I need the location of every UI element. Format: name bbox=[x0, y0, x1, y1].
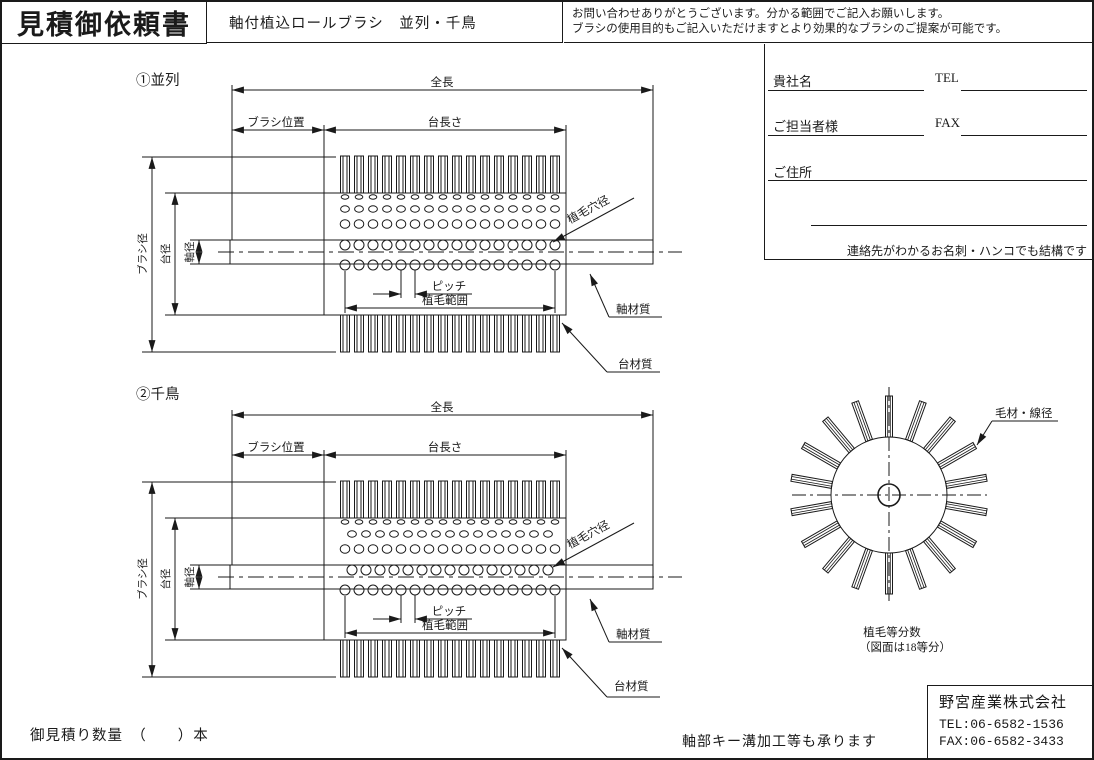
company-name-label: 貴社名 bbox=[773, 74, 813, 89]
d1-base-material-label: 台材質 bbox=[618, 357, 653, 371]
address-field-line1 bbox=[768, 180, 1087, 181]
vendor-contact-box: 野宮産業株式会社 TEL:06-6582-1536 FAX:06-6582-34… bbox=[927, 685, 1092, 758]
d2-pitch-label: ピッチ bbox=[432, 605, 467, 618]
tel-label: TEL bbox=[935, 70, 959, 85]
d1-shaft-diameter-label: 軸径 bbox=[183, 241, 196, 262]
d2-overall-length-label: 全長 bbox=[431, 400, 454, 414]
d1-shaft-material-label: 軸材質 bbox=[616, 302, 651, 316]
d1-base-diameter-label: 台径 bbox=[159, 243, 172, 264]
vendor-tel: TEL:06-6582-1536 bbox=[939, 717, 1064, 732]
header-note: お問い合わせありがとうございます。分かる範囲でご記入お願いします。 ブラシの使用… bbox=[564, 2, 1092, 43]
address-field-line2 bbox=[811, 225, 1087, 226]
document-title: 見積御依頼書 bbox=[2, 2, 207, 44]
header-note-line1: お問い合わせありがとうございます。分かる範囲でご記入お願いします。 bbox=[572, 8, 950, 20]
d1-overall-length-label: 全長 bbox=[431, 75, 454, 89]
d2-base-diameter-label: 台径 bbox=[159, 568, 172, 589]
line-art-geometry bbox=[142, 85, 1058, 698]
d1-brush-diameter-label: ブラシ径 bbox=[136, 233, 149, 275]
drawing2-title: ②千鳥 bbox=[136, 386, 180, 403]
customer-info-box: 貴社名 TEL ご担当者様 FAX ご住所 連絡先がわかるお名刺・ハンコでも結構… bbox=[764, 44, 1092, 260]
vendor-name: 野宮産業株式会社 bbox=[939, 695, 1068, 711]
d2-base-length-label: 台長さ bbox=[428, 440, 463, 454]
fax-field-line bbox=[961, 135, 1087, 136]
d2-brush-diameter-label: ブラシ径 bbox=[136, 558, 149, 600]
d1-brush-position-label: ブラシ位置 bbox=[247, 115, 304, 129]
quantity-field: 御見積り数量 （ ）本 bbox=[30, 728, 209, 744]
contact-card-note: 連絡先がわかるお名刺・ハンコでも結構です bbox=[846, 244, 1087, 258]
d2-base-material-label: 台材質 bbox=[614, 679, 649, 693]
wheel-caption-line1: 植毛等分数 bbox=[863, 625, 921, 639]
header-note-line2: ブラシの使用目的もご記入いただけますとより効果的なブラシのご提案が可能です。 bbox=[572, 23, 1008, 35]
wheel-bristle-label: 毛材・線径 bbox=[995, 406, 1053, 420]
document-subtitle: 軸付植込ロールブラシ 並列・千鳥 bbox=[207, 2, 563, 43]
fax-label: FAX bbox=[935, 115, 961, 130]
d1-base-length-label: 台長さ bbox=[428, 115, 463, 129]
d2-hole-diameter-label: 植毛穴径 bbox=[565, 517, 612, 551]
wheel-caption-line2: （図面は18等分） bbox=[859, 640, 951, 654]
d2-shaft-material-label: 軸材質 bbox=[616, 627, 651, 641]
d2-shaft-diameter-label: 軸径 bbox=[183, 566, 196, 587]
contact-person-label: ご担当者様 bbox=[773, 119, 839, 134]
address-label: ご住所 bbox=[773, 165, 813, 180]
tel-field-line bbox=[961, 90, 1087, 91]
contact-person-field-line bbox=[768, 135, 924, 136]
vendor-fax: FAX:06-6582-3433 bbox=[939, 734, 1064, 749]
d2-brush-position-label: ブラシ位置 bbox=[247, 440, 304, 454]
d1-hole-diameter-label: 植毛穴径 bbox=[565, 192, 612, 226]
d2-tuft-range-label: 植毛範囲 bbox=[422, 618, 468, 632]
company-name-field-line bbox=[768, 90, 924, 91]
d1-pitch-label: ピッチ bbox=[432, 280, 467, 293]
keyway-note: 軸部キー溝加工等も承ります bbox=[682, 735, 877, 750]
d1-tuft-range-label: 植毛範囲 bbox=[422, 293, 468, 307]
drawing1-title: ①並列 bbox=[136, 72, 180, 89]
